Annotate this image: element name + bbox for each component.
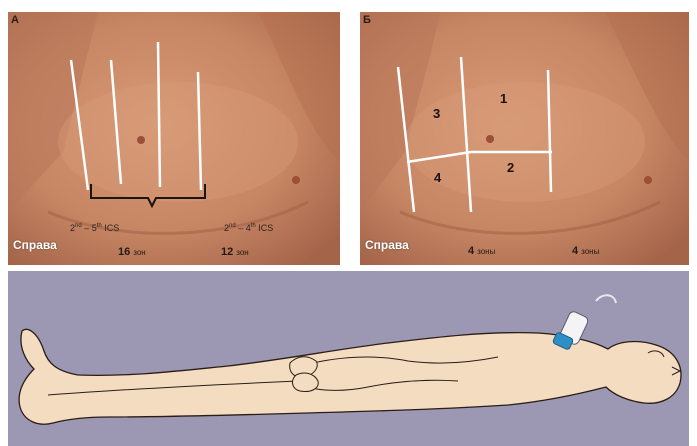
- ics-range-left: 2nd – 5th ICS: [70, 223, 119, 233]
- panel-letter-b: Б: [363, 14, 371, 26]
- side-label-right: Справа: [13, 238, 57, 252]
- supine-patient-illustration: [8, 271, 689, 446]
- zone-label-3: 3: [433, 106, 440, 121]
- zone-label-4: 4: [434, 170, 441, 185]
- zone-label-2: 2: [507, 160, 514, 175]
- side-label-right: Справа: [365, 238, 409, 252]
- patient-body-drawing: [8, 271, 689, 446]
- torso-illustration-a: [8, 12, 340, 265]
- ics-range-right: 2nd – 4th ICS: [224, 223, 273, 233]
- panel-letter-a: A: [11, 14, 19, 26]
- zone-label-1: 1: [500, 91, 507, 106]
- torso-illustration-b: [360, 12, 689, 265]
